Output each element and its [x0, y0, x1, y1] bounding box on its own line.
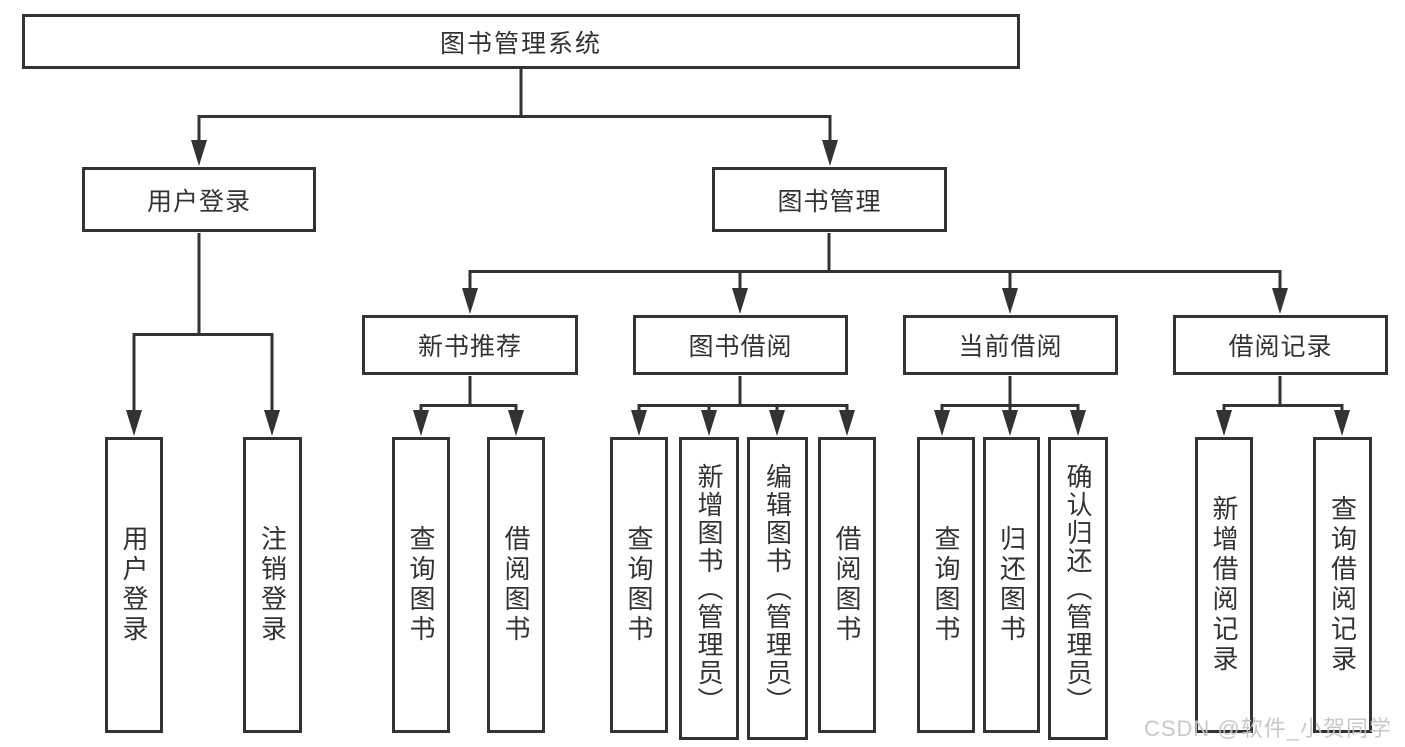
node-leaf-user-login: 用户登录: [105, 437, 163, 733]
node-leaf-return-books: 归还图书: [983, 437, 1040, 733]
edge-book-management-to-level3: [468, 233, 1282, 290]
node-current-borrow: 当前借阅: [903, 315, 1118, 375]
node-root-system: 图书管理系统: [22, 14, 1020, 69]
node-book-borrow: 图书借阅: [633, 315, 848, 375]
node-leaf-logout: 注销登录: [243, 437, 302, 733]
edge-new-book-recommend-to-leaves: [419, 376, 518, 412]
node-user-login: 用户登录: [82, 167, 316, 232]
node-leaf-query-borrow-record: 查询借阅记录: [1313, 437, 1372, 733]
edge-borrow-records-to-leaves: [1222, 376, 1344, 412]
node-leaf-query-books-3: 查询图书: [917, 437, 975, 733]
csdn-watermark: CSDN @软件_小贺同学: [1143, 716, 1392, 741]
node-leaf-edit-books-admin: 编辑图书（管理员）: [747, 437, 808, 740]
edge-book-borrow-to-leaves: [637, 376, 849, 412]
node-leaf-query-books-2: 查询图书: [610, 437, 668, 733]
edge-user-login-to-leaves: [132, 233, 274, 412]
node-new-book-recommend: 新书推荐: [362, 315, 578, 375]
node-leaf-borrow-books-1: 借阅图书: [487, 437, 545, 733]
node-leaf-query-books-1: 查询图书: [392, 437, 450, 733]
node-leaf-borrow-books-2: 借阅图书: [818, 437, 876, 733]
node-leaf-add-borrow-record: 新增借阅记录: [1195, 437, 1253, 733]
node-leaf-add-books-admin: 新增图书（管理员）: [679, 437, 739, 740]
arrowheads: [126, 140, 1350, 436]
edge-root-to-level2: [197, 69, 832, 142]
edge-current-borrow-to-leaves: [940, 376, 1080, 412]
node-borrow-records: 借阅记录: [1173, 315, 1388, 375]
node-leaf-confirm-return-admin: 确认归还（管理员）: [1048, 437, 1108, 740]
node-book-management: 图书管理: [712, 167, 947, 232]
